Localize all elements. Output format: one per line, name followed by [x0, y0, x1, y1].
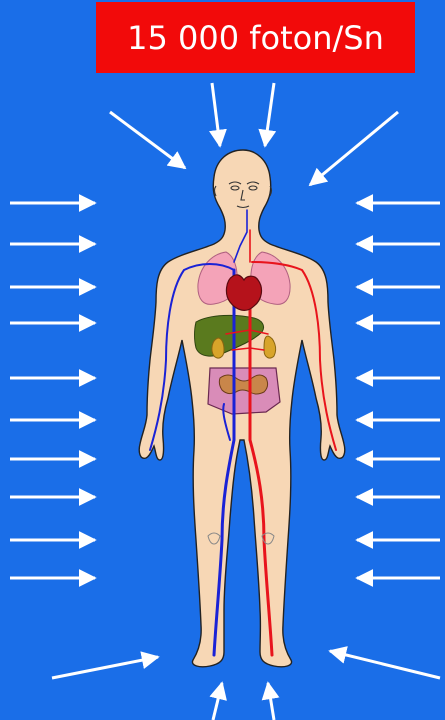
arrow-icon: [212, 83, 220, 146]
large-intestine: [208, 368, 280, 414]
arrow-icon: [52, 657, 158, 678]
arrow-icon: [268, 683, 274, 720]
arrow-icon: [265, 83, 274, 146]
arrow-icon: [330, 651, 440, 678]
arrow-icon: [310, 112, 398, 185]
human-body-icon: [139, 150, 345, 667]
left-kidney: [212, 338, 224, 358]
arrow-icon: [110, 112, 185, 168]
arrow-icon: [213, 683, 222, 720]
